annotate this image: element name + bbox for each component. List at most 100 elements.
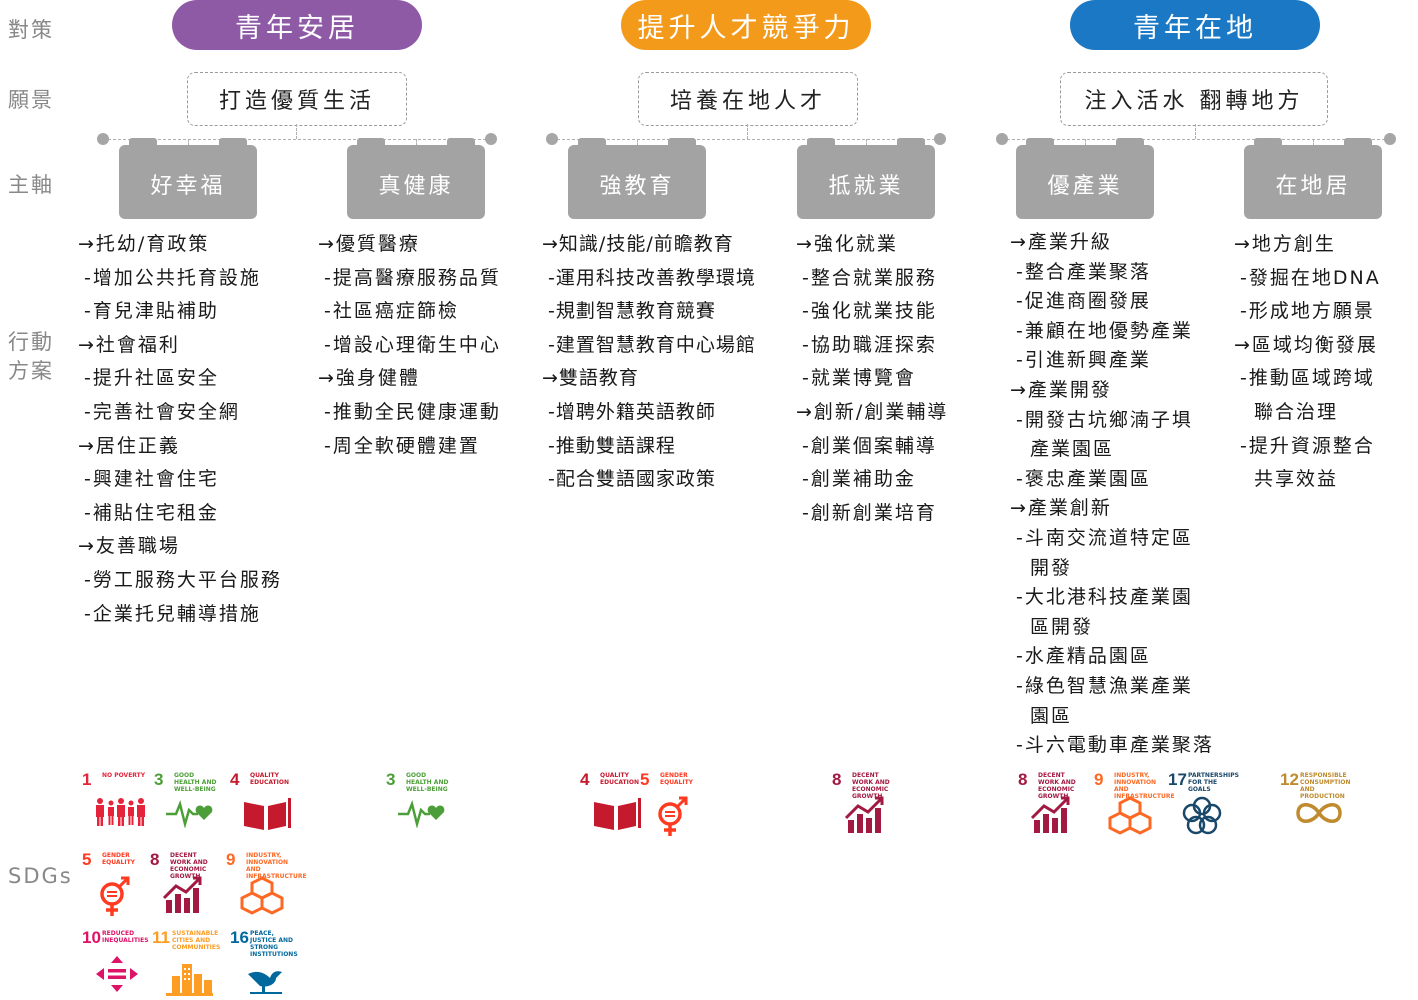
action-item: -強化就業技能 <box>802 300 937 323</box>
action-item: -配合雙語國家政策 <box>548 468 716 491</box>
action-heading: →產業創新 <box>1010 497 1112 520</box>
vision-box-3: 注入活水 翻轉地方 <box>1060 72 1328 126</box>
sdg-goal-16: 16 PEACE, JUSTICE AND STRONG INSTITUTION… <box>230 928 298 996</box>
row-label-action-1: 行動 <box>8 330 54 354</box>
action-item-continued: 聯合治理 <box>1254 400 1339 423</box>
cubes-icon <box>240 876 284 915</box>
connector-dot <box>546 133 558 145</box>
axis-box-local-living: 在地居 <box>1244 138 1382 219</box>
sdg-goal-9: 9 INDUSTRY, INNOVATION AND INFRASTRUCTUR… <box>226 850 307 918</box>
connector-stem <box>1313 139 1314 149</box>
sdg-goal-5: 5 GENDER EQUALITY <box>640 770 702 838</box>
connector-dot <box>97 133 109 145</box>
action-list-employment: →強化就業 -整合就業服務 -強化就業技能 -協助職涯探索 -就業博覽會 →創新… <box>796 228 948 530</box>
growth-chart-icon <box>1030 796 1070 833</box>
action-heading: →友善職場 <box>78 535 180 558</box>
axis-box-industry: 優產業 <box>1016 138 1154 219</box>
sdg-goal-4: 4 QUALITY EDUCATION <box>580 770 642 838</box>
sdg-goal-3: 3 GOOD HEALTH AND WELL-BEING <box>386 770 448 838</box>
sdg-goal-12: 12 RESPONSIBLE CONSUMPTION AND PRODUCTIO… <box>1280 770 1351 838</box>
connector-vertical <box>296 124 297 139</box>
action-heading: →托幼/育政策 <box>78 233 210 255</box>
row-label-vision: 願景 <box>8 88 54 112</box>
action-item: -形成地方願景 <box>1240 300 1375 323</box>
action-heading: →雙語教育 <box>542 367 639 390</box>
infinity-icon <box>1296 803 1342 823</box>
action-item: -開發古坑鄉湳子埧 <box>1016 408 1193 431</box>
dove-icon <box>248 971 282 994</box>
action-item: -兼顧在地優勢產業 <box>1016 319 1193 342</box>
sdg-goal-1: 1 NO POVERTY <box>82 770 145 838</box>
action-item: -育兒津貼補助 <box>84 300 219 323</box>
action-item: -社區癌症篩檢 <box>324 300 459 323</box>
connector-stem <box>188 139 189 149</box>
gender-icon <box>658 796 688 836</box>
action-list-happiness: →托幼/育政策 -增加公共托育設施 -育兒津貼補助 →社會福利 -提升社區安全 … <box>78 228 282 631</box>
action-item: -規劃智慧教育競賽 <box>548 300 716 323</box>
sdg-goal-8: 8 DECENT WORK AND ECONOMIC GROWTH <box>1018 770 1080 838</box>
action-item: -周全軟硬體建置 <box>324 434 480 457</box>
gender-icon <box>100 876 130 916</box>
action-heading: →產業升級 <box>1010 231 1112 253</box>
action-heading: →強化就業 <box>796 233 898 255</box>
connector-dot <box>485 133 497 145</box>
action-item: -發掘在地DNA <box>1240 266 1381 289</box>
connector-horizontal <box>103 139 491 140</box>
sdg-goal-9: 9 INDUSTRY, INNOVATION AND INFRASTRUCTUR… <box>1094 770 1175 838</box>
connector-horizontal <box>1002 139 1390 140</box>
action-item: -水產精品園區 <box>1016 645 1151 668</box>
action-item: -整合就業服務 <box>802 266 937 289</box>
book-icon <box>244 798 291 830</box>
action-heading: →知識/技能/前瞻教育 <box>542 233 734 255</box>
connector-stem <box>637 139 638 149</box>
connector-dot <box>996 133 1008 145</box>
action-heading: →地方創生 <box>1234 233 1336 255</box>
action-item: -建置智慧教育中心場館 <box>548 333 756 356</box>
action-item-continued: 園區 <box>1030 704 1073 727</box>
axis-box-education: 強教育 <box>568 138 706 219</box>
action-heading: →創新/創業輔導 <box>796 400 949 423</box>
action-item: -斗六電動車產業聚落 <box>1016 734 1214 757</box>
sdg-goal-3: 3 GOOD HEALTH AND WELL-BEING <box>154 770 216 838</box>
action-item: -增加公共托育設施 <box>84 266 261 289</box>
action-item: -完善社會安全網 <box>84 400 240 423</box>
cubes-icon <box>1108 796 1152 835</box>
action-item: -創業個案輔導 <box>802 434 937 457</box>
action-item: -促進商圈發展 <box>1016 290 1151 313</box>
action-list-local-living: →地方創生 -發掘在地DNA -形成地方願景 →區域均衡發展 -推動區域跨域 聯… <box>1234 228 1381 497</box>
heartbeat-icon <box>166 799 213 828</box>
connector-dot <box>934 133 946 145</box>
action-item: -引進新興產業 <box>1016 349 1151 372</box>
action-item: -增聘外籍英語教師 <box>548 400 716 423</box>
sdg-goal-17: 17 PARTNERSHIPS FOR THE GOALS <box>1168 770 1239 838</box>
action-item: -提升社區安全 <box>84 367 219 390</box>
connector-vertical <box>747 124 748 139</box>
action-item: -企業托兒輔導措施 <box>84 602 261 625</box>
sdg-goal-11: 11 SUSTAINABLE CITIES AND COMMUNITIES <box>152 928 220 996</box>
sdg-goal-8: 8 DECENT WORK AND ECONOMIC GROWTH <box>150 850 212 918</box>
action-item: -提高醫療服務品質 <box>324 266 501 289</box>
action-item: -就業博覽會 <box>802 367 916 390</box>
action-item: -推動雙語課程 <box>548 434 676 457</box>
strategy-pill-talent: 提升人才競爭力 <box>621 0 871 50</box>
action-item: -推動全民健康運動 <box>324 400 501 423</box>
connector-dot <box>1384 133 1396 145</box>
action-list-health: →優質醫療 -提高醫療服務品質 -社區癌症篩檢 -增設心理衛生中心 →強身健體 … <box>318 228 501 463</box>
row-label-sdgs: SDGs <box>8 864 73 888</box>
vision-box-2: 培養在地人才 <box>638 72 858 126</box>
flower-icon <box>1182 796 1222 835</box>
book-icon <box>594 798 641 830</box>
action-heading: →社會福利 <box>78 333 180 356</box>
action-item: -大北港科技產業園 <box>1016 586 1193 609</box>
action-item: -協助職涯探索 <box>802 333 937 356</box>
vision-box-1: 打造優質生活 <box>187 72 407 126</box>
action-list-education: →知識/技能/前瞻教育 -運用科技改善教學環境 -規劃智慧教育競賽 -建置智慧教… <box>542 228 756 497</box>
connector-stem <box>416 139 417 149</box>
action-item: -綠色智慧漁業產業 <box>1016 674 1193 697</box>
strategy-pill-youth-local: 青年在地 <box>1070 0 1320 50</box>
action-item: -斗南交流道特定區 <box>1016 526 1193 549</box>
action-item-continued: 共享效益 <box>1254 468 1339 491</box>
row-label-strategy: 對策 <box>8 18 54 42</box>
connector-horizontal <box>552 139 940 140</box>
action-item: -勞工服務大平台服務 <box>84 568 282 591</box>
